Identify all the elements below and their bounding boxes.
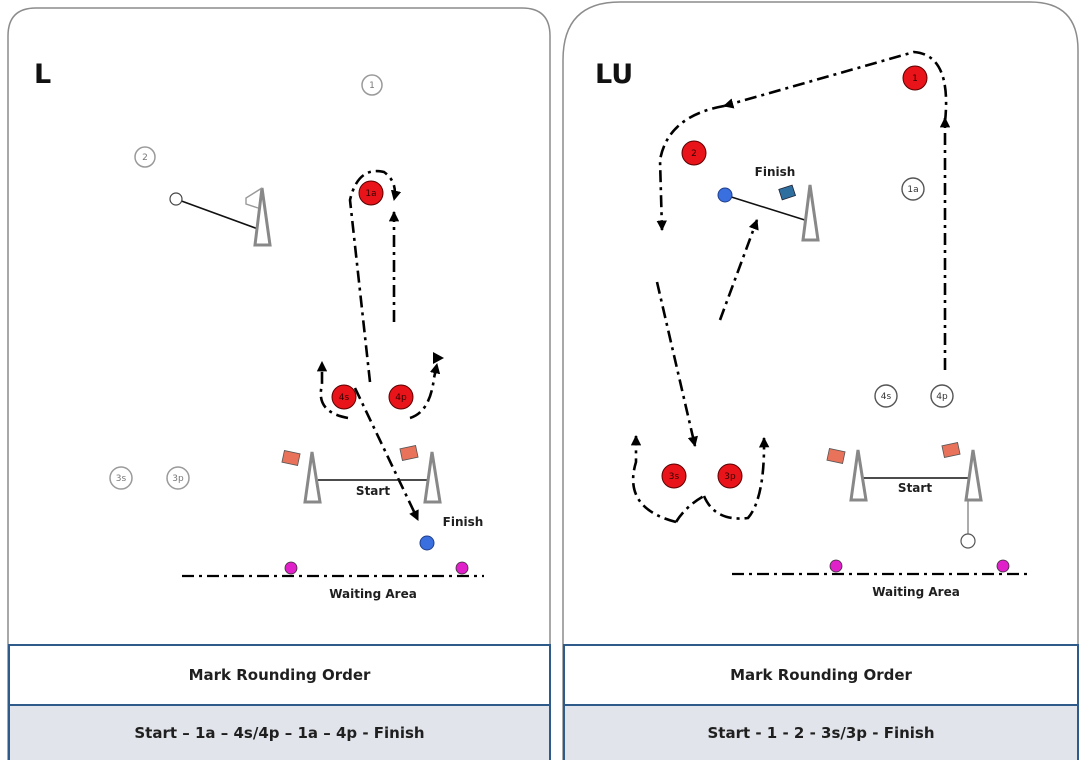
left-course-route [316,169,441,521]
right-finish-label: Finish [755,165,796,179]
mark-4p: 4p [930,384,954,408]
mark-4s: 4s [874,384,898,408]
right-course-code: LU [595,59,633,90]
boat-icon [169,187,272,247]
left-waiting-area-label: Waiting Area [329,587,417,601]
mark-1a: 1a [358,180,384,206]
mark-4s: 4s [331,384,357,410]
mark-2: 2 [681,140,707,166]
svg-text:4p: 4p [395,393,407,403]
right-start-label: Start [898,481,932,495]
mark-3s: 3s [109,466,133,490]
boat-icon [717,184,820,242]
svg-text:2: 2 [142,153,148,163]
start-line [281,444,442,504]
svg-text:1: 1 [912,74,918,84]
left-panel-frame [7,7,551,760]
svg-text:4s: 4s [881,392,892,402]
svg-text:1a: 1a [907,185,918,195]
mark-2: 2 [134,146,156,168]
flag-icon [826,447,846,465]
svg-text:3s: 3s [116,474,127,484]
right-waiting-area-label: Waiting Area [872,585,960,599]
mark-3p: 3p [717,463,743,489]
svg-text:3p: 3p [724,472,736,482]
pin-icon [996,559,1010,573]
right-course-route [630,50,951,524]
pin-icon [717,187,733,203]
pin-icon [829,559,843,573]
mark-4p: 4p [388,384,414,410]
mark-3p: 3p [166,466,190,490]
left-course-panel: L 1 2 3s [7,7,551,760]
pin-icon [960,533,976,549]
right-panel-frame [562,1,1079,760]
left-course-code: L [34,59,51,90]
svg-text:1a: 1a [365,189,376,199]
left-order-sequence: Start – 1a – 4s/4p – 1a – 4p - Finish [8,706,551,760]
svg-text:2: 2 [691,149,697,159]
svg-text:4p: 4p [936,392,948,402]
left-finish-label: Finish [443,515,484,529]
svg-text:4s: 4s [339,393,350,403]
svg-text:3p: 3p [172,474,184,484]
left-start-label: Start [356,484,390,498]
pin-icon [419,535,435,551]
svg-text:1: 1 [369,81,375,91]
right-order-heading: Mark Rounding Order [563,644,1079,706]
mark-1: 1 [902,65,928,91]
flag-icon [941,441,961,459]
pin-icon [284,561,298,575]
start-line [826,441,983,549]
mark-3s: 3s [661,463,687,489]
mark-1: 1 [361,74,383,96]
flag-icon [399,444,419,462]
left-order-heading: Mark Rounding Order [8,644,551,706]
flag-icon [281,449,301,467]
pin-icon [455,561,469,575]
right-course-panel: LU 1 2 3s 3p [562,1,1079,760]
svg-text:3s: 3s [669,472,680,482]
mark-1a: 1a [901,177,925,201]
flag-icon [433,352,444,364]
flag-icon [778,184,797,201]
right-order-sequence: Start - 1 - 2 - 3s/3p - Finish [563,706,1079,760]
